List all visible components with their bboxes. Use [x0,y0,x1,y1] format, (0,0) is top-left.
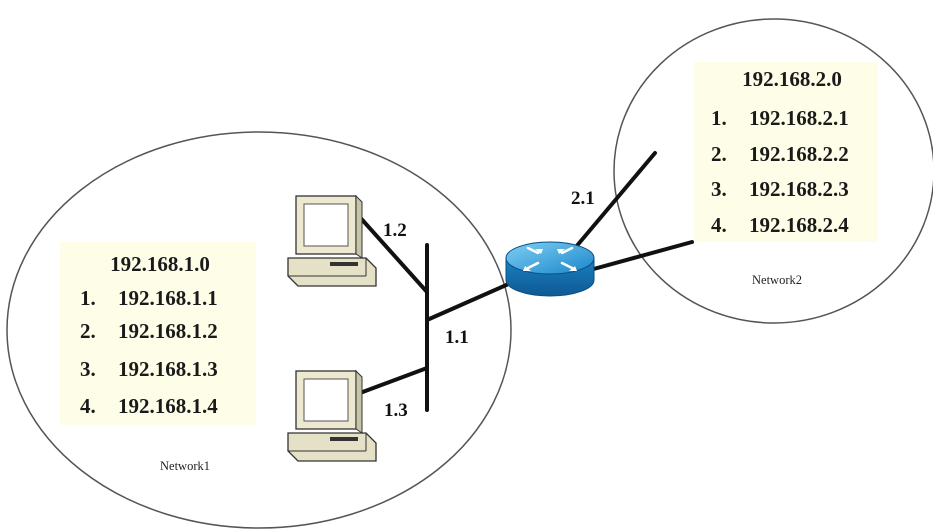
network1-address-box [60,242,256,425]
network1-address-table: 192.168.1.0 1. 192.168.1.1 2. 192.168.1.… [60,242,256,425]
pc-bottom-link [358,366,429,395]
network1-host-address: 192.168.1.2 [118,319,218,343]
pc-top-link [355,212,429,294]
pc-top-icon [287,194,377,287]
router-icon [505,241,595,297]
network1-name: Network1 [160,459,210,473]
pc-bottom-link-label: 1.3 [384,400,408,421]
router-net2-link-upper [573,151,657,250]
network2-host-address: 192.168.2.1 [749,106,849,130]
network2-host-address: 192.168.2.4 [749,213,849,237]
router-net1-link [425,280,515,322]
network1-subnet: 192.168.1.0 [110,252,210,276]
router-net1-link-label: 1.1 [445,327,469,348]
network1-host-address: 192.168.1.1 [118,286,218,310]
network2-address-table: 192.168.2.0 1. 192.168.2.1 2. 192.168.2.… [694,62,878,242]
network2-host-index: 1. [711,106,727,130]
network1-host-index: 4. [80,394,96,418]
network1-host-index: 3. [80,357,96,381]
network2-subnet: 192.168.2.0 [742,67,842,91]
network2-name: Network2 [752,273,802,287]
network2-host-index: 2. [711,142,727,166]
network2-address-box [694,62,878,242]
network1-host-index: 2. [80,319,96,343]
router-net2-link-lower [588,240,694,272]
network1-host-address: 192.168.1.3 [118,357,218,381]
pc-bottom-icon [287,369,377,462]
network1-host-index: 1. [80,286,96,310]
network2-host-address: 192.168.2.3 [749,177,849,201]
network1-boundary [6,131,512,529]
pc-top-link-label: 1.2 [383,220,407,241]
router-net2-link-label: 2.1 [571,188,595,209]
network1-host-address: 192.168.1.4 [118,394,218,418]
network2-host-address: 192.168.2.2 [749,142,849,166]
network2-host-index: 4. [711,213,727,237]
network2-host-index: 3. [711,177,727,201]
